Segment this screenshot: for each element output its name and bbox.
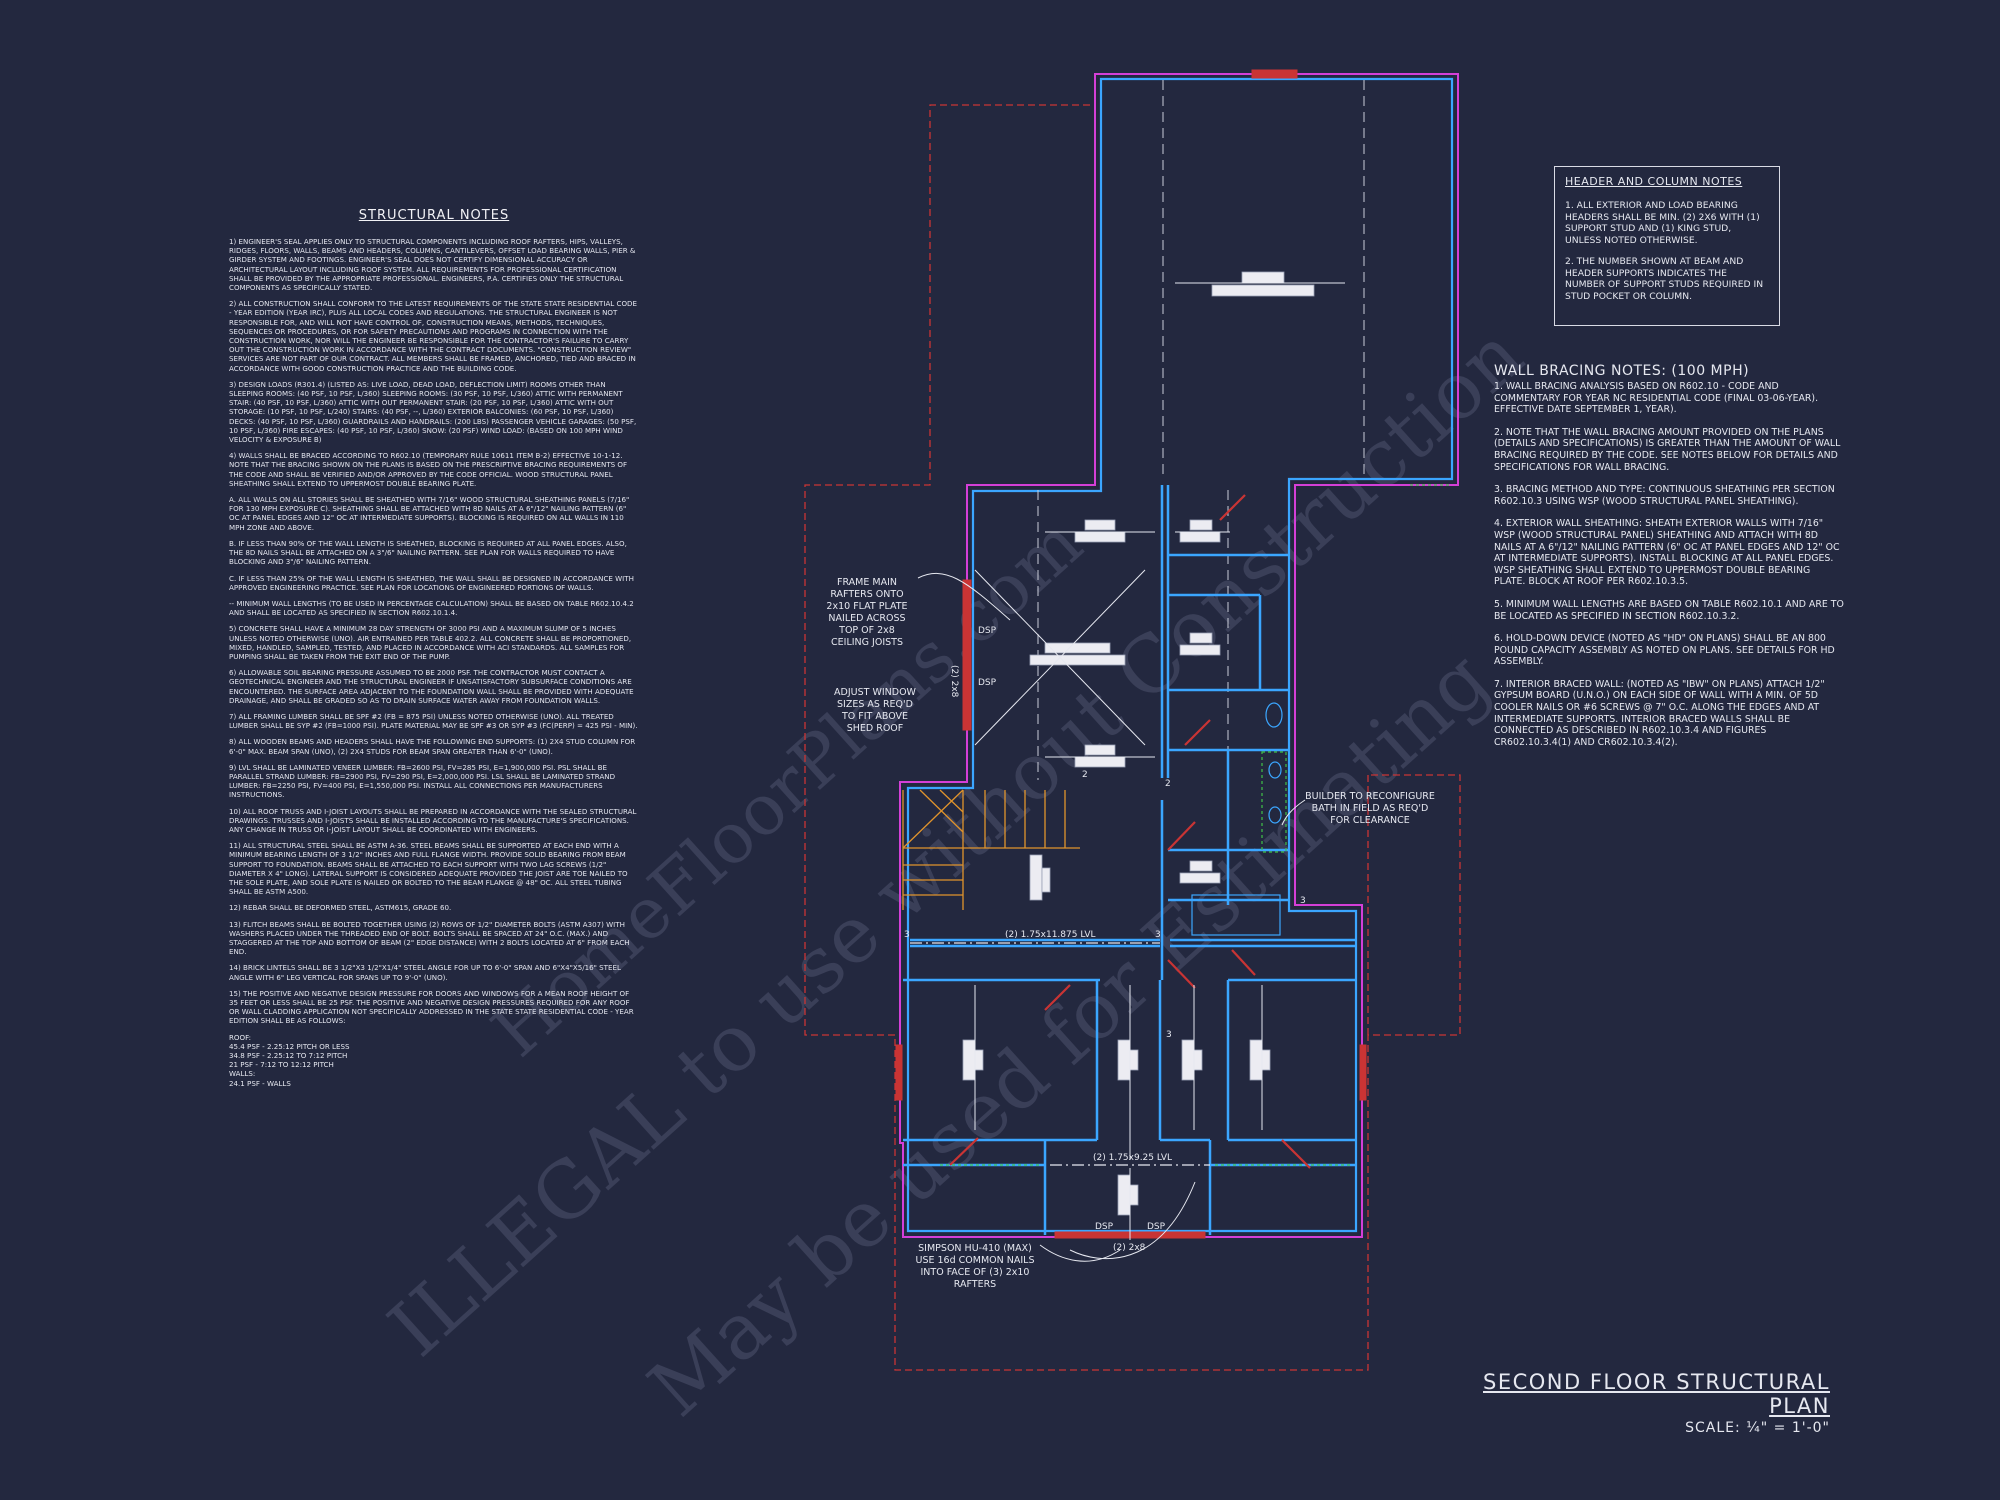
dsp-label: DSP xyxy=(1147,1222,1166,1232)
interior-walls xyxy=(903,485,1356,1235)
leaders xyxy=(917,573,1306,1262)
exterior-walls xyxy=(899,73,1459,1238)
structural-note: 4) WALLS SHALL BE BRACED ACCORDING TO R6… xyxy=(229,451,628,488)
roof-pressure: 45.4 PSF - 2.25:12 PITCH OR LESS xyxy=(229,1041,350,1051)
stud-count: 3 xyxy=(1155,930,1161,940)
roof-label: ROOF: xyxy=(229,1032,252,1042)
drawing-title-block: SECOND FLOOR STRUCTURAL PLAN SCALE: ¼" =… xyxy=(1415,1370,1830,1436)
structural-note: 1) ENGINEER'S SEAL APPLIES ONLY TO STRUC… xyxy=(229,237,636,293)
dsp-label: DSP xyxy=(978,626,997,636)
structural-note: 11) ALL STRUCTURAL STEEL SHALL BE ASTM A… xyxy=(229,841,628,897)
beam-label-lvl-1: (2) 1.75x11.875 LVL xyxy=(1005,930,1096,940)
structural-note: 10) ALL ROOF TRUSS AND I-JOIST LAYOUTS S… xyxy=(229,806,637,834)
dsp-label: DSP xyxy=(1095,1222,1114,1232)
roof-pressure: 21 PSF - 7:12 TO 12:12 PITCH xyxy=(229,1060,334,1070)
wall-bracing-title: WALL BRACING NOTES: (100 MPH) xyxy=(1494,363,1750,379)
structural-note: 14) BRICK LINTELS SHALL BE 3 1/2"x3 1/2"… xyxy=(229,963,621,982)
header-column-note: 1. ALL EXTERIOR AND LOAD BEARING HEADERS… xyxy=(1565,200,1760,246)
walls-pressure: 24.1 PSF - WALLS xyxy=(229,1078,291,1088)
wall-bracing-note: 6. HOLD-DOWN DEVICE (NOTED AS "HD" ON PL… xyxy=(1494,633,1835,668)
wall-bracing-note: 2. NOTE THAT THE WALL BRACING AMOUNT PRO… xyxy=(1494,426,1841,473)
drawing-title: SECOND FLOOR STRUCTURAL PLAN xyxy=(1483,1370,1830,1418)
bath-note-line: BATH IN FIELD AS REQ'D xyxy=(1312,803,1429,814)
window-note-line: ADJUST WINDOW xyxy=(834,687,917,698)
frame-note-line: CEILING JOISTS xyxy=(831,637,903,648)
frame-note-line: 2x10 FLAT PLATE xyxy=(826,601,907,612)
window-note-line: TO FIT ABOVE xyxy=(841,711,908,722)
drawing-scale: SCALE: ¼" = 1'-0" xyxy=(1685,1420,1830,1436)
wall-bracing-note: 7. INTERIOR BRACED WALL: (NOTED AS "IBW"… xyxy=(1494,678,1825,748)
wall-bracing-notes: WALL BRACING NOTES: (100 MPH) 1. WALL BR… xyxy=(1494,363,1844,759)
hanger-note-line: USE 16d COMMON NAILS xyxy=(916,1255,1035,1266)
frame-note-line: FRAME MAIN xyxy=(837,577,897,588)
wall-bracing-note: 1. WALL BRACING ANALYSIS BASED ON R602.1… xyxy=(1494,381,1819,416)
window-note-line: SHED ROOF xyxy=(847,723,904,734)
structural-note: 12) REBAR SHALL BE DEFORMED STEEL, ASTM6… xyxy=(229,903,452,913)
walls-label: WALLS: xyxy=(229,1069,256,1079)
wall-bracing-note: 3. BRACING METHOD AND TYPE: CONTINUOUS S… xyxy=(1494,484,1835,507)
structural-notes: STRUCTURAL NOTES 1) ENGINEER'S SEAL APPL… xyxy=(229,208,639,1088)
header-column-notes-title: HEADER AND COLUMN NOTES xyxy=(1565,175,1743,188)
structural-notes-title: STRUCTURAL NOTES xyxy=(358,208,510,223)
hanger-note-line: INTO FACE OF (3) 2x10 xyxy=(921,1267,1030,1278)
stud-count: 3 xyxy=(1300,896,1306,906)
structural-note: b. IF LESS THAN 90% OF THE WALL LENGTH I… xyxy=(229,538,627,567)
beam-symbols xyxy=(962,271,1315,1216)
hold-downs xyxy=(940,484,1452,1166)
structural-note: 9) LVL SHALL BE LAMINATED VENEER LUMBER:… xyxy=(229,762,616,800)
header-column-note: 2. THE NUMBER SHOWN AT BEAM AND HEADER S… xyxy=(1565,256,1764,302)
roof-pressure: 34.8 PSF - 2.25:12 TO 7:12 PITCH xyxy=(229,1051,348,1061)
structural-note: 2) ALL CONSTRUCTION SHALL CONFORM TO THE… xyxy=(229,299,637,373)
structural-note: 6) ALLOWABLE SOIL BEARING PRESSURE ASSUM… xyxy=(229,668,634,705)
header-label-2x8-vertical: (2) 2x8 xyxy=(949,665,959,698)
beam-label-lvl-2: (2) 1.75x9.25 LVL xyxy=(1093,1153,1172,1163)
frame-note-line: NAILED ACROSS xyxy=(828,613,905,624)
window-note-line: SIZES AS REQ'D xyxy=(837,699,913,710)
roof-outline xyxy=(804,104,1461,1371)
hanger-note-line: RAFTERS xyxy=(954,1279,996,1290)
dsp-label: DSP xyxy=(978,678,997,688)
frame-note-line: RAFTERS ONTO xyxy=(830,589,903,600)
structural-note: 13) FLITCH BEAMS SHALL BE BOLTED TOGETHE… xyxy=(229,919,630,957)
structural-note: -- MINIMUM WALL LENGTHS (TO BE USED IN P… xyxy=(229,598,634,618)
stud-count: 2 xyxy=(1082,770,1088,780)
span-arrows xyxy=(974,282,1345,1240)
bath-fixtures xyxy=(1191,702,1283,936)
frame-note-line: TOP OF 2x8 xyxy=(838,625,895,636)
structural-note: 5) CONCRETE SHALL HAVE A MINIMUM 28 DAY … xyxy=(229,624,632,661)
header-column-notes: HEADER AND COLUMN NOTES 1. ALL EXTERIOR … xyxy=(1554,166,1780,326)
door-swings xyxy=(949,494,1311,1169)
structural-note: c. IF LESS THAN 25% OF THE WALL LENGTH I… xyxy=(229,573,634,592)
stud-count: 3 xyxy=(904,930,910,940)
wall-bracing-note: 5. MINIMUM WALL LENGTHS ARE BASED ON TAB… xyxy=(1494,598,1844,622)
stud-count: 2 xyxy=(1165,779,1171,789)
stud-count: 3 xyxy=(1166,1030,1172,1040)
bath-note-line: FOR CLEARANCE xyxy=(1330,815,1409,826)
structural-note: 15) THE POSITIVE AND NEGATIVE DESIGN PRE… xyxy=(229,988,634,1026)
wall-bracing-note: 4. EXTERIOR WALL SHEATHING: SHEATH EXTER… xyxy=(1494,518,1840,588)
header-label-2x8: (2) 2x8 xyxy=(1113,1243,1146,1253)
bath-note-line: BUILDER TO RECONFIGURE xyxy=(1305,791,1435,802)
structural-note: 7) ALL FRAMING LUMBER SHALL BE SPF #2 (F… xyxy=(229,711,638,731)
rafter-lines xyxy=(1037,80,1365,780)
hanger-note-line: SIMPSON HU-410 (MAX) xyxy=(918,1243,1032,1254)
beam-lines xyxy=(910,942,1210,1166)
structural-note: a. ALL WALLS ON ALL STORIES SHALL BE SHE… xyxy=(229,495,630,532)
structural-note: 3) DESIGN LOADS (R301.4) (LISTED AS: LIV… xyxy=(229,379,637,445)
structural-note: 8) ALL WOODEN BEAMS AND HEADERS SHALL HA… xyxy=(229,737,636,756)
plan-labels: FRAME MAIN RAFTERS ONTO 2x10 FLAT PLATE … xyxy=(826,577,1434,1290)
stair xyxy=(902,789,1080,910)
